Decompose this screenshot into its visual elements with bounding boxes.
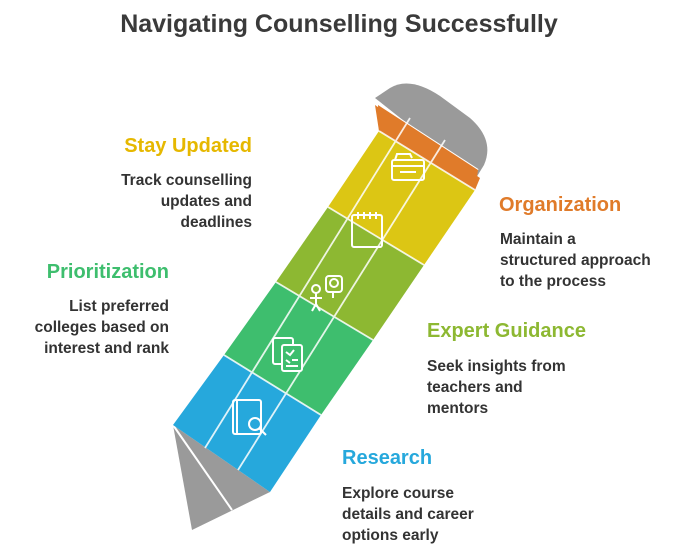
checklist-icon xyxy=(272,337,303,372)
desc-expert-guidance: Seek insights from teachers and mentors xyxy=(427,358,566,417)
label-stay-updated: Stay Updated xyxy=(124,135,252,157)
segment-organization-main xyxy=(378,105,478,190)
pencil-tip-divider xyxy=(172,424,233,511)
pencil-tip xyxy=(173,425,270,530)
page-title: Navigating Counselling Successfully xyxy=(120,10,558,38)
folder-tray-icon xyxy=(391,153,425,181)
label-research: Research xyxy=(342,447,433,469)
desc-organization: Maintain a structured approach to the pr… xyxy=(500,231,651,290)
desc-prioritization: List preferred colleges based on interes… xyxy=(34,298,169,357)
desc-research: Explore course details and career option… xyxy=(342,485,474,544)
pencil-eraser xyxy=(375,83,488,178)
label-expert-guidance: Expert Guidance xyxy=(427,320,586,342)
segment-prioritization xyxy=(276,207,424,340)
segment-research xyxy=(173,355,321,492)
desc-stay-updated: Track counselling updates and deadlines xyxy=(121,172,252,231)
label-organization: Organization xyxy=(499,194,622,216)
segment-stay-updated xyxy=(328,131,475,265)
calendar-icon xyxy=(351,212,383,248)
person-idea-icon xyxy=(310,275,343,312)
label-prioritization: Prioritization xyxy=(46,261,169,283)
book-search-icon xyxy=(232,399,267,436)
